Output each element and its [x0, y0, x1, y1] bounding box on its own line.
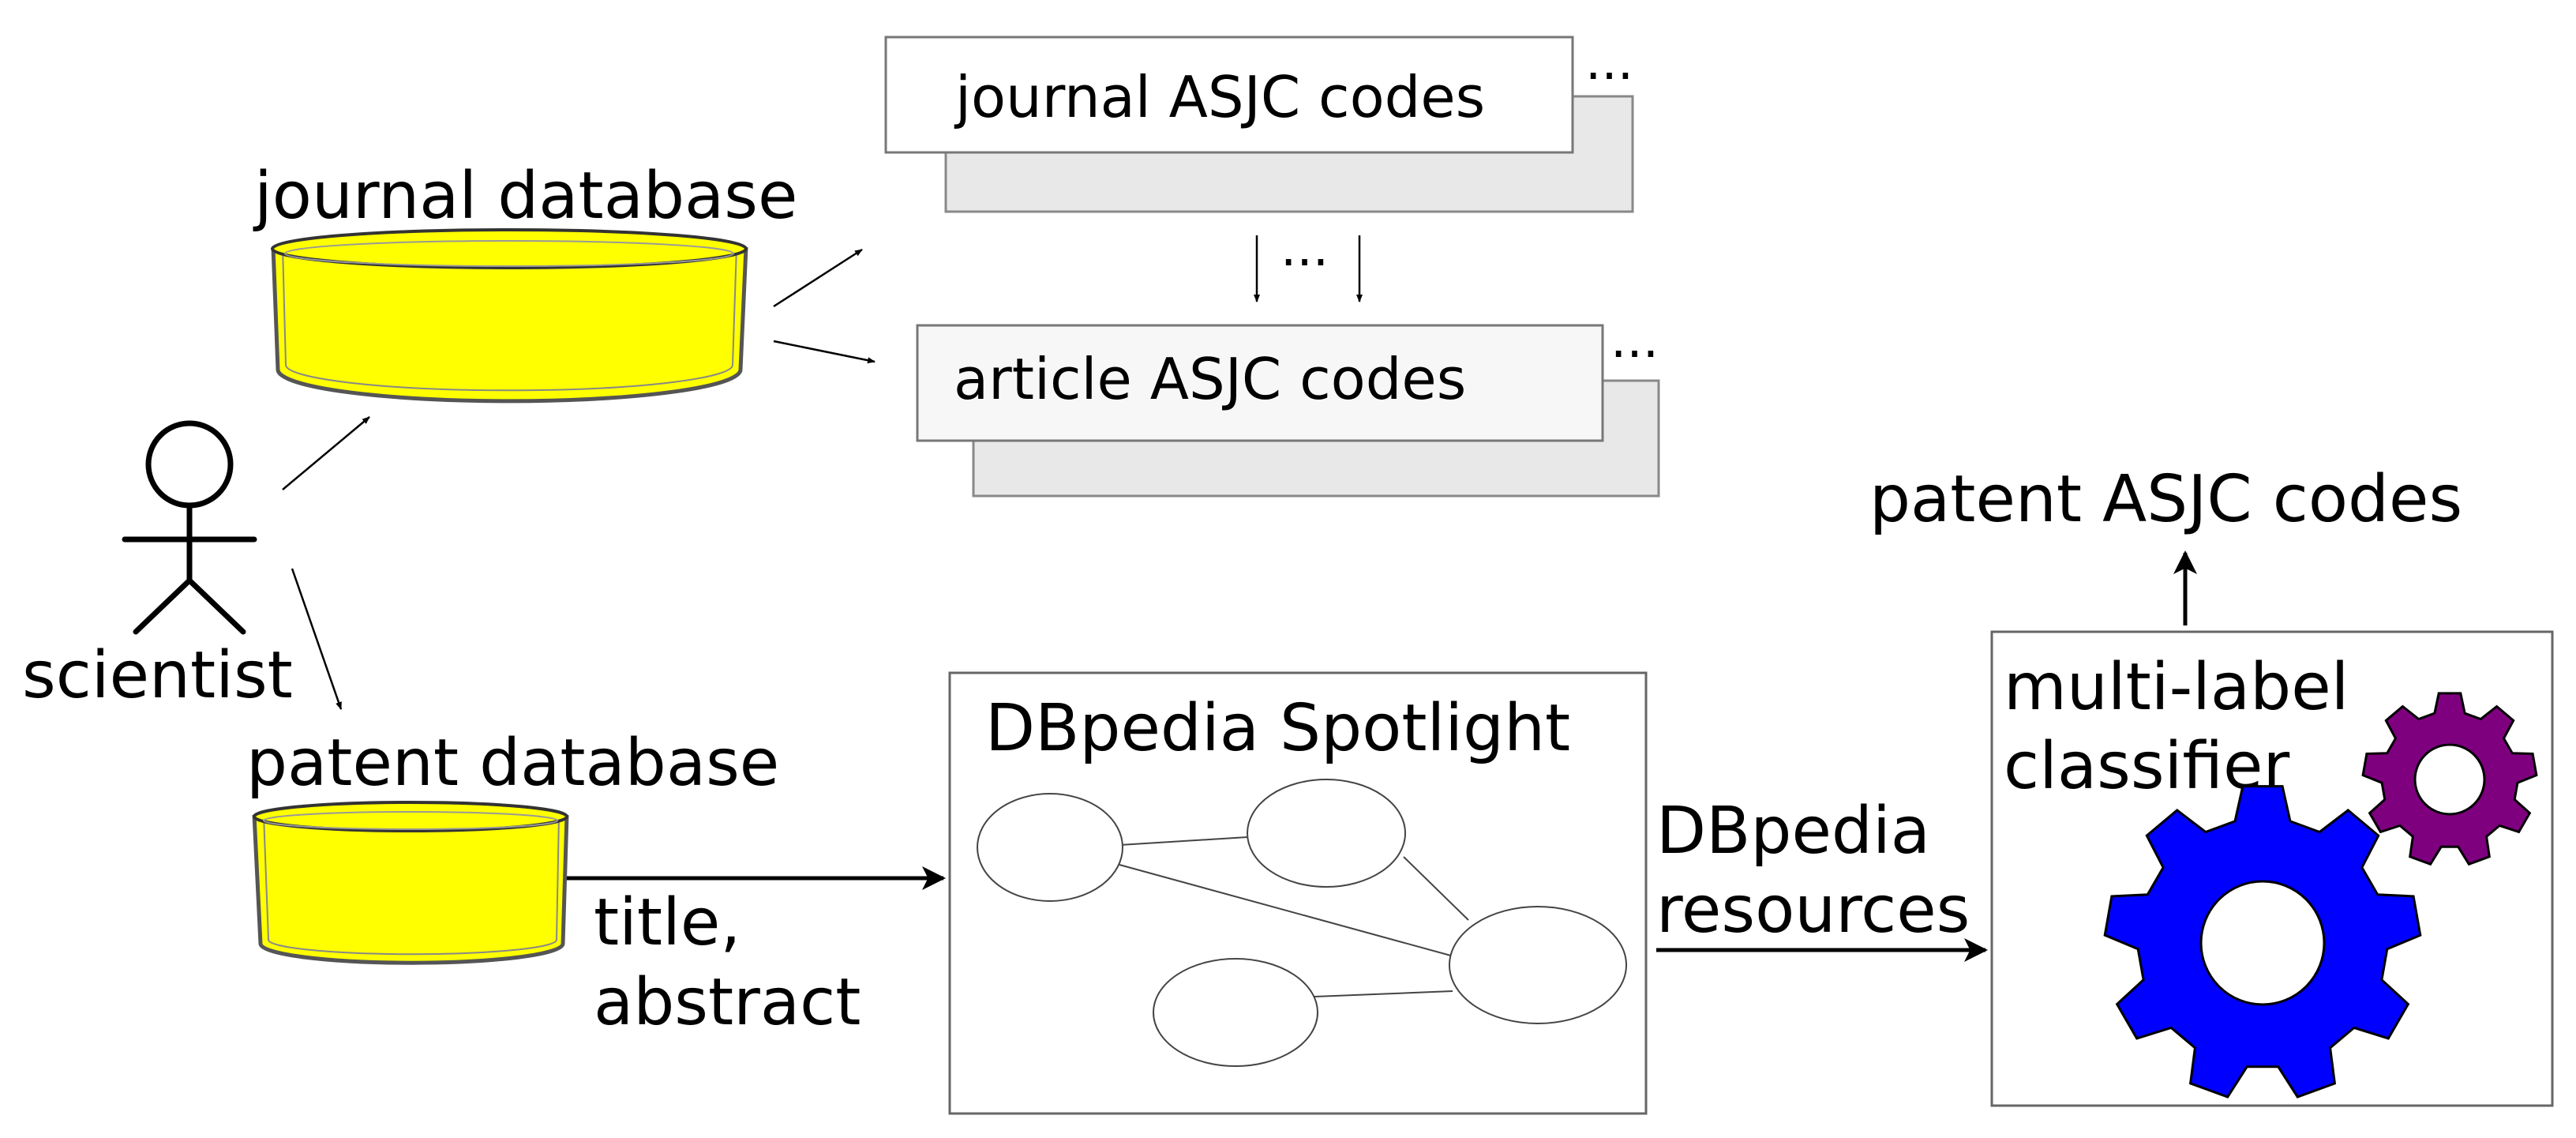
journal-asjc-codes: journal ASJC codes ...: [884, 33, 1634, 213]
entity-node: [1153, 958, 1318, 1067]
dbpedia-spotlight: DBpedia Spotlight: [948, 671, 1648, 1115]
entity-graph: [977, 779, 1627, 1067]
journal-asjc-codes-label: journal ASJC codes: [954, 64, 1485, 130]
scientist: scientist: [22, 420, 293, 713]
database-icon: [252, 801, 569, 965]
dbpedia-spotlight-label: DBpedia Spotlight: [985, 691, 1570, 766]
article-asjc-codes-label: article ASJC codes: [954, 346, 1466, 412]
multi-label-classifier: multi-label classifier: [1990, 630, 2554, 1107]
dbpedia-label: DBpedia: [1656, 794, 1930, 869]
entity-node: [977, 793, 1123, 902]
resources-label: resources: [1656, 873, 1970, 948]
ellipsis-between: ...: [1281, 220, 1329, 278]
arrow-scientist-to-patent-db: [291, 568, 343, 710]
gear-icon: [2361, 692, 2538, 866]
entity-node: [1449, 906, 1627, 1024]
gear-icon: [2103, 785, 2422, 1099]
ellipsis-journal: ...: [1585, 33, 1633, 92]
ellipsis-article: ...: [1610, 311, 1659, 370]
database-icon: [271, 228, 748, 404]
entity-node: [1247, 779, 1406, 888]
patent-asjc-codes-label: patent ASJC codes: [1869, 462, 2462, 537]
arrow-scientist-to-journal-db: [282, 416, 370, 490]
journal-database: journal database: [253, 159, 797, 404]
stick-figure-icon: [122, 420, 257, 635]
article-asjc-codes: article ASJC codes ...: [916, 311, 1660, 498]
arrow-journal-db-to-article-codes: [773, 340, 876, 364]
journal-database-label: journal database: [253, 159, 797, 234]
title-label: title,: [594, 885, 741, 960]
scientist-label: scientist: [22, 638, 293, 713]
stack-connector: ...: [1254, 220, 1363, 302]
arrow-journal-db-to-journal-codes: [773, 248, 863, 308]
patent-database-label: patent database: [246, 726, 779, 801]
patent-database: patent database: [246, 726, 779, 965]
multi-label-label: multi-label: [2004, 650, 2349, 725]
abstract-label: abstract: [594, 965, 861, 1040]
